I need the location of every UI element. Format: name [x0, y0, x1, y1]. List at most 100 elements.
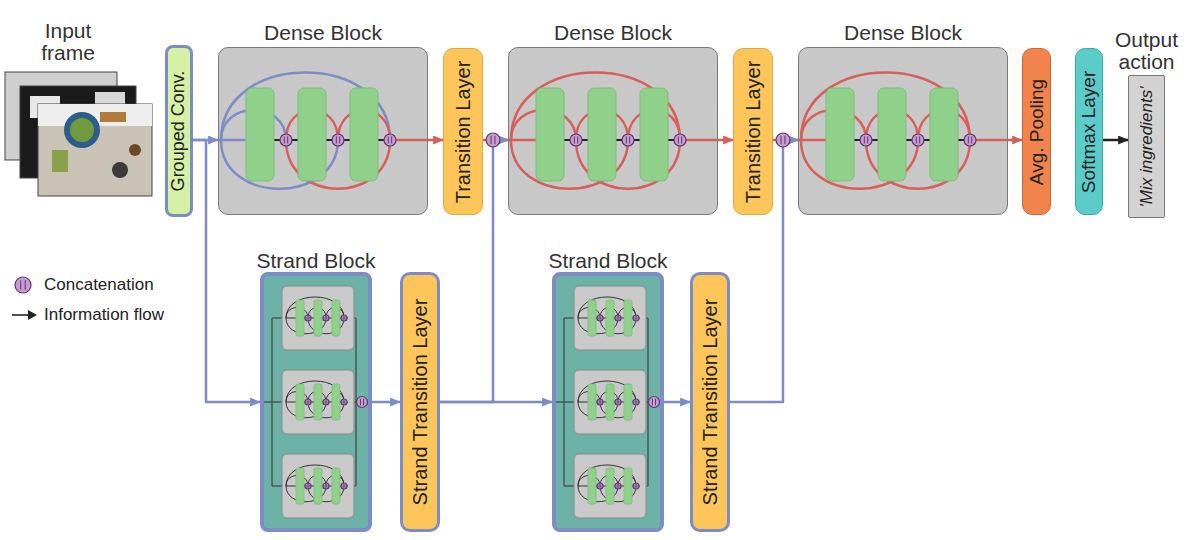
- strand-block-inner: [264, 276, 368, 528]
- concat-symbol: [570, 134, 582, 146]
- concat-circle: [341, 399, 347, 405]
- concat-circle: [615, 483, 621, 489]
- flow-line: [799, 139, 826, 142]
- concat-bar: [344, 484, 345, 488]
- concat-bar: [344, 316, 345, 320]
- concat-bar: [326, 400, 327, 404]
- concat-circle: [615, 399, 621, 405]
- concat-bar: [617, 484, 618, 488]
- concat-bar: [864, 136, 865, 143]
- concat-bar: [617, 400, 618, 404]
- concat-circle: [486, 133, 500, 147]
- concat-symbol: [633, 483, 639, 489]
- concat-bar: [20, 280, 21, 290]
- concat-bar: [681, 136, 682, 143]
- conv-layer-bar: [298, 88, 326, 181]
- concat-bar: [325, 400, 326, 404]
- concat-symbol: [964, 134, 976, 146]
- concat-bar: [326, 316, 327, 320]
- concat-circle: [570, 134, 582, 146]
- block-heading: Strand Block: [548, 249, 667, 273]
- layer-label: Transition Layer: [452, 60, 474, 203]
- layer-label: Softmax Layer: [1079, 70, 1100, 193]
- concat-circle: [597, 399, 603, 405]
- concat-bar: [307, 484, 308, 488]
- strand-link: [564, 317, 574, 318]
- concat-bar: [308, 400, 309, 404]
- concat-symbol: [860, 134, 872, 146]
- strand-transition-layer: Strand Transition Layer: [400, 272, 440, 532]
- concat-circle: [597, 483, 603, 489]
- transition-layer: Transition Layer: [733, 48, 773, 215]
- concat-symbol: [912, 134, 924, 146]
- layer-label: 'Mix ingredients': [1137, 86, 1156, 207]
- grouped-conv-box: Grouped Conv.: [165, 45, 193, 217]
- mini-conv-bar: [624, 468, 632, 504]
- legend: ConcatenationInformation flow: [10, 270, 164, 330]
- block-heading: Output action: [1105, 29, 1186, 73]
- concat-bar: [600, 400, 601, 404]
- concat-symbol: [615, 483, 621, 489]
- pooling-layer: Avg. Pooling: [1022, 48, 1051, 215]
- concat-bar: [636, 400, 637, 404]
- legend-row: Information flow: [10, 300, 164, 330]
- output-box: Output action'Mix ingredients': [1128, 75, 1165, 218]
- concat-circle: [384, 134, 396, 146]
- concat-bar: [971, 136, 972, 143]
- concat-bar: [618, 316, 619, 320]
- bowl: [64, 112, 100, 148]
- dense-block: Dense Block: [508, 47, 718, 215]
- concat-symbol: [597, 483, 603, 489]
- softmax-layer: Softmax Layer: [1075, 48, 1103, 215]
- concat-bar: [626, 136, 627, 143]
- mini-conv-bar: [624, 300, 632, 336]
- concat-symbol: [776, 133, 790, 147]
- concat-circle: [280, 134, 292, 146]
- concat-symbol: [622, 134, 634, 146]
- concat-bar: [391, 136, 392, 143]
- mini-conv-bar: [314, 468, 322, 504]
- strand-link: [564, 485, 574, 486]
- strand-link: [264, 401, 272, 402]
- concat-symbol: [323, 483, 329, 489]
- concat-bar: [577, 136, 578, 143]
- concat-bar: [307, 400, 308, 404]
- mini-dense-block: [574, 286, 646, 350]
- concat-bar: [784, 136, 785, 144]
- concat-bar: [599, 316, 600, 320]
- concat-bar: [600, 484, 601, 488]
- conv-layer-bar: [588, 88, 616, 181]
- flow-arrow: [664, 401, 690, 404]
- dense-block-inner: [799, 48, 1007, 214]
- vegetable: [52, 150, 68, 172]
- concat-circle: [357, 397, 368, 408]
- concat-symbol: [615, 315, 621, 321]
- concat-bar: [287, 136, 288, 143]
- concat-bar: [284, 136, 285, 143]
- concat-bar: [968, 136, 969, 143]
- input-frames: [5, 72, 152, 196]
- concat-circle: [622, 134, 634, 146]
- frame-front: [38, 104, 152, 196]
- concat-bar: [360, 399, 361, 406]
- concat-bar: [344, 400, 345, 404]
- concat-bar: [599, 484, 600, 488]
- concat-symbol: [280, 134, 292, 146]
- mini-conv-bar: [606, 300, 614, 336]
- concat-circle: [633, 483, 639, 489]
- strand-link: [556, 401, 564, 402]
- concat-circle: [305, 399, 311, 405]
- legend-sample: [10, 304, 38, 326]
- concat-symbol: [323, 399, 329, 405]
- concat-circle: [305, 315, 311, 321]
- mini-conv-bar: [332, 468, 340, 504]
- concat-bar: [636, 484, 637, 488]
- legend-text: Information flow: [44, 305, 164, 325]
- concat-symbol: [341, 399, 347, 405]
- concat-symbol: [486, 133, 500, 147]
- concat-circle: [323, 315, 329, 321]
- mini-conv-bar: [588, 468, 596, 504]
- conv-layer-bar: [536, 88, 564, 181]
- concat-bar: [336, 136, 337, 143]
